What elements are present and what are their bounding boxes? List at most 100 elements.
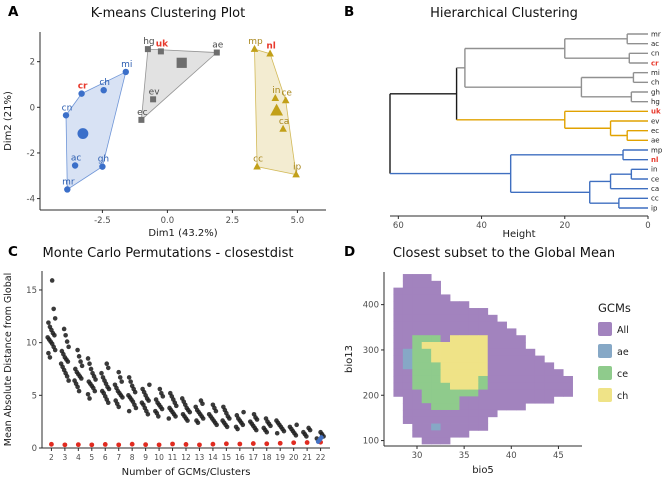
svg-text:mr: mr	[62, 177, 75, 187]
svg-text:0: 0	[645, 221, 650, 231]
svg-text:cr: cr	[78, 82, 88, 92]
svg-text:ce: ce	[617, 369, 628, 380]
svg-text:ec: ec	[651, 127, 659, 135]
svg-text:cn: cn	[62, 103, 73, 113]
svg-text:ch: ch	[99, 78, 110, 88]
svg-text:5: 5	[89, 453, 94, 462]
svg-text:13: 13	[195, 453, 205, 462]
svg-text:ev: ev	[149, 87, 161, 97]
svg-text:ec: ec	[137, 108, 148, 118]
svg-text:nl: nl	[266, 42, 276, 52]
svg-text:6: 6	[103, 453, 108, 462]
svg-text:400: 400	[363, 301, 379, 311]
svg-text:ac: ac	[71, 154, 82, 164]
svg-text:20: 20	[289, 453, 299, 462]
svg-text:35: 35	[459, 451, 470, 461]
svg-text:-4: -4	[27, 195, 35, 205]
panel-d-letter: D	[344, 244, 356, 260]
svg-text:ch: ch	[617, 391, 628, 402]
svg-text:2.5: 2.5	[226, 216, 240, 226]
svg-text:bio13: bio13	[344, 345, 355, 373]
panel-b-title: Hierarchical Clustering	[430, 6, 578, 21]
svg-text:mi: mi	[651, 69, 660, 77]
svg-text:-2.5: -2.5	[94, 216, 111, 226]
svg-text:gh: gh	[651, 88, 660, 96]
panel-c-permutations: C Monte Carlo Permutations - closestdist…	[0, 240, 336, 480]
svg-text:0.0: 0.0	[161, 216, 175, 226]
svg-text:ae: ae	[651, 137, 660, 145]
svg-text:bio5: bio5	[472, 465, 494, 476]
svg-text:hg: hg	[143, 37, 154, 47]
svg-text:Dim1 (43.2%): Dim1 (43.2%)	[148, 228, 217, 239]
svg-text:-2: -2	[27, 149, 35, 159]
svg-text:40: 40	[476, 221, 487, 231]
panel-a-kmeans: A K-means Clustering Plot -2.5 0.0 2.5 5.0 -…	[0, 0, 336, 240]
svg-text:gh: gh	[98, 155, 109, 165]
svg-text:30: 30	[412, 451, 423, 461]
svg-text:2: 2	[49, 453, 54, 462]
svg-text:0: 0	[32, 444, 37, 454]
svg-text:18: 18	[262, 453, 272, 462]
svg-text:mr: mr	[651, 30, 661, 38]
svg-text:14: 14	[208, 453, 218, 462]
svg-text:45: 45	[553, 451, 564, 461]
svg-text:mp: mp	[651, 146, 663, 154]
svg-text:cc: cc	[651, 195, 659, 203]
svg-text:uk: uk	[651, 108, 661, 116]
svg-text:mp: mp	[248, 37, 263, 47]
svg-text:15: 15	[26, 286, 37, 296]
panel-a-letter: A	[8, 4, 19, 20]
svg-text:ae: ae	[212, 41, 224, 51]
svg-text:10: 10	[154, 453, 164, 462]
svg-text:15: 15	[222, 453, 232, 462]
svg-text:ae: ae	[617, 347, 629, 358]
svg-text:mi: mi	[121, 60, 132, 70]
svg-text:cr: cr	[651, 59, 659, 67]
svg-text:cc: cc	[253, 155, 263, 165]
svg-text:8: 8	[130, 453, 135, 462]
svg-text:Dim2 (21%): Dim2 (21%)	[3, 91, 14, 151]
svg-text:40: 40	[506, 451, 517, 461]
svg-text:19: 19	[275, 453, 285, 462]
panel-b-letter: B	[344, 4, 355, 20]
svg-text:ev: ev	[651, 117, 659, 125]
svg-text:cn: cn	[651, 50, 659, 58]
svg-text:ac: ac	[651, 40, 659, 48]
svg-text:21: 21	[302, 453, 312, 462]
svg-text:3: 3	[62, 453, 67, 462]
svg-text:Height: Height	[502, 229, 535, 240]
svg-text:ip: ip	[651, 204, 658, 212]
svg-text:uk: uk	[156, 39, 169, 49]
svg-text:5.0: 5.0	[291, 216, 305, 226]
svg-text:17: 17	[249, 453, 259, 462]
svg-text:hg: hg	[651, 98, 660, 106]
panel-a-title: K-means Clustering Plot	[90, 6, 246, 21]
svg-text:12: 12	[181, 453, 191, 462]
svg-text:All: All	[617, 325, 629, 336]
svg-text:in: in	[272, 86, 280, 96]
svg-text:GCMs: GCMs	[598, 301, 631, 315]
svg-text:nl: nl	[651, 156, 658, 164]
svg-text:Mean Absolute Distance from Gl: Mean Absolute Distance from Global	[3, 273, 14, 446]
svg-text:4: 4	[76, 453, 81, 462]
svg-text:ce: ce	[651, 175, 659, 183]
svg-text:20: 20	[559, 221, 570, 231]
svg-text:Number of GCMs/Clusters: Number of GCMs/Clusters	[122, 467, 251, 478]
svg-text:9: 9	[143, 453, 148, 462]
svg-text:2: 2	[30, 58, 35, 68]
svg-text:in: in	[651, 166, 657, 174]
svg-text:60: 60	[393, 221, 404, 231]
svg-text:5: 5	[32, 391, 37, 401]
svg-text:ip: ip	[293, 163, 302, 173]
panel-c-title: Monte Carlo Permutations - closestdist	[42, 246, 294, 261]
svg-text:ca: ca	[279, 117, 289, 127]
hierarchical-dendrogram-plot: mraccncrmichghhgukevecaempnlincecaccip60…	[389, 30, 663, 240]
svg-text:ce: ce	[281, 88, 292, 98]
svg-text:22: 22	[316, 453, 326, 462]
